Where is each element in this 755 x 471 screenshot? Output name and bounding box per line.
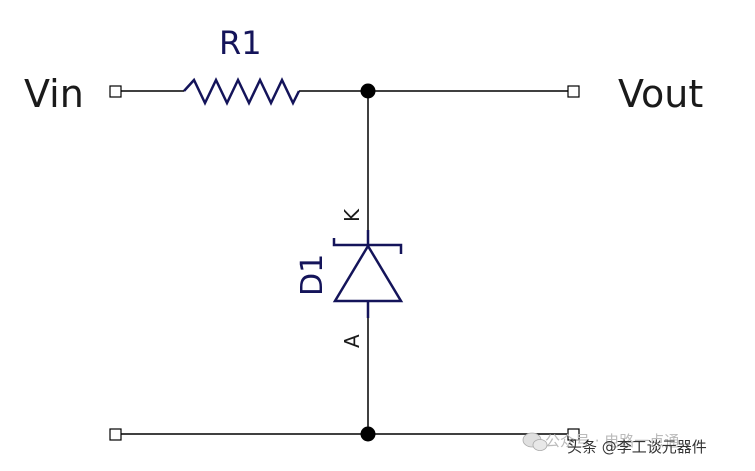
vin-label: Vin xyxy=(24,72,84,116)
diode-triangle xyxy=(332,243,404,303)
cathode-label: K xyxy=(340,208,364,222)
terminal-gnd-left xyxy=(109,428,122,441)
diode-cathode-bar xyxy=(332,238,403,254)
anode-label: A xyxy=(340,334,364,348)
terminal-vout xyxy=(567,85,580,98)
watermark-background-text: 公众号 · 电路一点通 xyxy=(545,432,679,450)
terminal-vin xyxy=(109,85,122,98)
vout-label: Vout xyxy=(618,72,703,116)
resistor-label: R1 xyxy=(219,24,262,62)
terminal-gnd-right xyxy=(567,428,580,441)
watermark-text: 头条 @李工谈元器件 xyxy=(567,438,707,456)
diode-label: D1 xyxy=(295,254,330,296)
watermark: 公众号 · 电路一点通 头条 @李工谈元器件 xyxy=(522,432,707,456)
wechat-icon xyxy=(522,432,548,451)
junction-top xyxy=(360,83,376,99)
resistor-r1 xyxy=(183,77,301,106)
junction-bottom xyxy=(360,426,376,442)
zener-diode-d1 xyxy=(332,230,404,318)
